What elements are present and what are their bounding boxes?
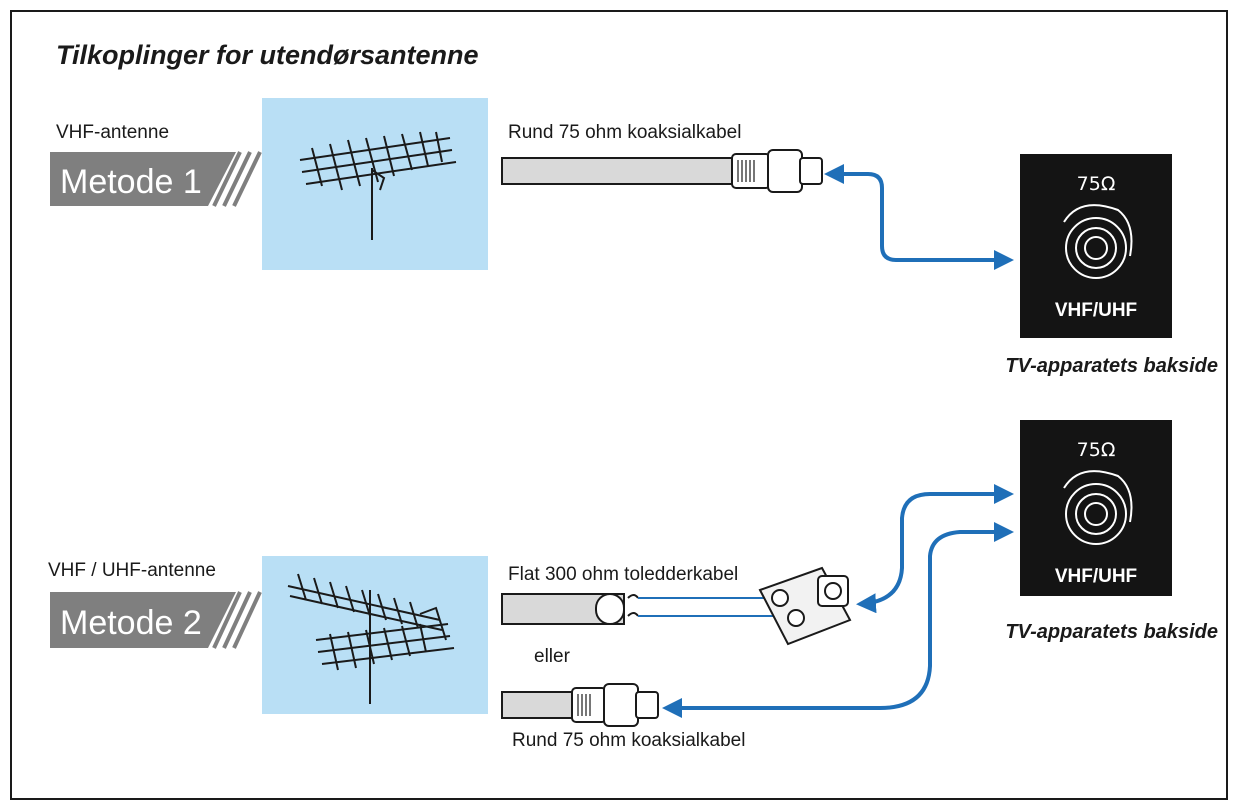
method2-tv-panel: 75Ω VHF/UHF bbox=[1020, 420, 1172, 596]
method1-coax-cable bbox=[501, 149, 823, 193]
method2-badge: Metode 2 bbox=[50, 591, 262, 649]
method2-antenna-label: VHF / UHF-antenne bbox=[48, 560, 216, 581]
method1-caption: TV-apparatets bakside bbox=[1005, 355, 1218, 377]
method1-cable-label: Rund 75 ohm koaksialkabel bbox=[508, 122, 741, 143]
method1-connection-arrow bbox=[824, 164, 1014, 270]
method2-port-label: VHF/UHF bbox=[1055, 566, 1137, 587]
method2-or-label: eller bbox=[534, 646, 571, 667]
coax-port-icon bbox=[1063, 470, 1133, 545]
method1-antenna-illustration bbox=[262, 98, 488, 270]
diagram-frame bbox=[10, 10, 1228, 800]
method2-coax-cable bbox=[501, 683, 659, 727]
balun-adapter bbox=[758, 566, 852, 646]
diagram-title: Tilkoplinger for utendørsantenne bbox=[56, 40, 479, 70]
method2-coax-cable-label: Rund 75 ohm koaksialkabel bbox=[512, 730, 745, 751]
method2-impedance: 75Ω bbox=[1077, 439, 1116, 461]
method1-impedance: 75Ω bbox=[1077, 173, 1116, 195]
method2-balun-arrow bbox=[856, 484, 1014, 614]
method1-port-label: VHF/UHF bbox=[1055, 300, 1137, 321]
method2-flat-cable-label: Flat 300 ohm toledderkabel bbox=[508, 564, 738, 585]
method2-antenna-illustration bbox=[262, 556, 488, 714]
method2-coax-arrow bbox=[662, 522, 1014, 718]
coax-port-icon bbox=[1063, 204, 1133, 279]
method2-flat-cable bbox=[501, 593, 780, 625]
method1-badge: Metode 1 bbox=[50, 151, 262, 207]
method2-badge-text: Metode 2 bbox=[60, 604, 202, 642]
method2-caption: TV-apparatets bakside bbox=[1005, 621, 1218, 643]
method1-antenna-label: VHF-antenne bbox=[56, 122, 169, 143]
method1-badge-text: Metode 1 bbox=[60, 163, 202, 201]
method1-tv-panel: 75Ω VHF/UHF bbox=[1020, 154, 1172, 338]
